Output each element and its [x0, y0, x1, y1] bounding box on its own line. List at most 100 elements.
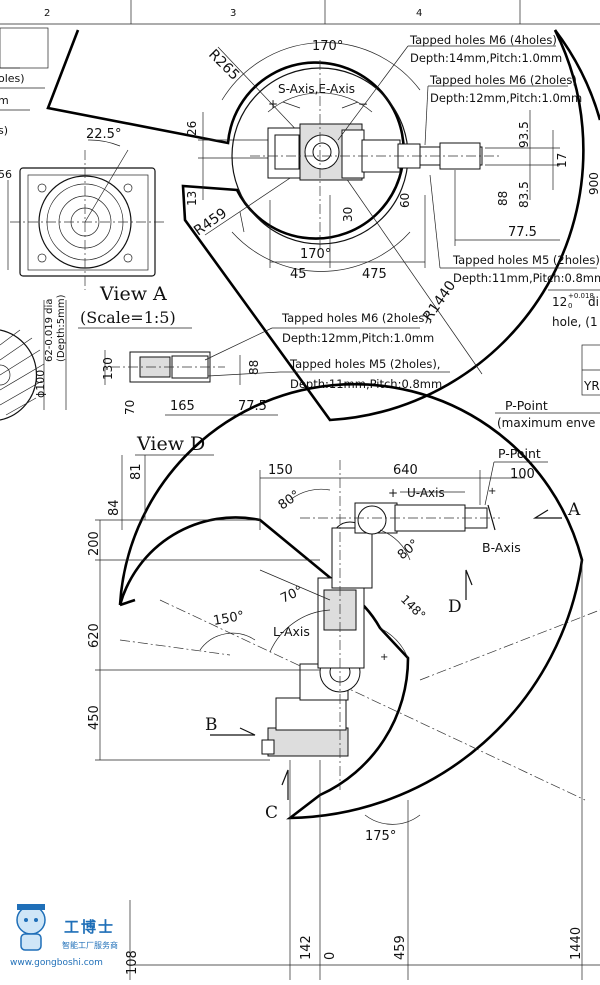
- view-letter-d: D: [448, 597, 462, 617]
- angle-80-a: 80°: [276, 488, 303, 514]
- dim-142: 142: [299, 935, 314, 960]
- top-view-notes: Tapped holes M6 (4holes) Depth:14mm,Pitc…: [337, 29, 600, 396]
- left-partial-notes: oles) m s) 56: [0, 27, 49, 181]
- dim-450: 450: [87, 705, 102, 730]
- angle-22-5: 22.5°: [86, 127, 121, 142]
- dim-475: 475: [362, 267, 387, 282]
- angle-150: 150°: [212, 609, 245, 629]
- left-hatched-section: 62-0.019 dia (Depth:5mm) ϕ100: [0, 294, 67, 421]
- view-a-dim-70: 70: [123, 400, 137, 415]
- dim-45: 45: [290, 267, 307, 282]
- l-axis-plus: +: [380, 652, 388, 663]
- angle-170-bottom: 170°: [300, 247, 331, 262]
- dim-100: 100: [510, 467, 535, 482]
- note2-line1: Tapped holes M6 (2holes): [429, 73, 577, 87]
- zone-2: 2: [44, 8, 50, 19]
- left-label-s: s): [0, 124, 8, 137]
- zone-4: 4: [416, 8, 422, 19]
- yr-text: YR: [583, 379, 600, 393]
- dim-1440: 1440: [569, 927, 584, 960]
- side-view-left-dims: 81 84 200 620 450: [87, 455, 320, 761]
- view-a-note1-line2: Depth:12mm,Pitch:1.0mm: [282, 331, 434, 345]
- b-axis-label: B-Axis: [482, 540, 521, 555]
- p-point-label: P-Point: [498, 446, 541, 461]
- dim-60: 60: [398, 193, 412, 208]
- radius-r265: R265: [205, 47, 242, 84]
- dia-text: di: [588, 295, 599, 309]
- dim-62-dia: 62-0.019 dia: [44, 299, 55, 362]
- angle-175: 175°: [365, 829, 396, 844]
- dim-30: 30: [341, 207, 355, 222]
- depth-5mm: (Depth:5mm): [56, 294, 67, 362]
- top-view-envelope: [46, 29, 585, 422]
- dim-200: 200: [87, 531, 102, 556]
- b-axis-plus: +: [488, 486, 496, 497]
- minus-sign: −: [358, 97, 368, 111]
- left-label-oles: oles): [0, 72, 25, 85]
- dim-77-5: 77.5: [508, 225, 537, 240]
- note3-line1: Tapped holes M5 (2holes),: [452, 253, 600, 267]
- tolerance-12: 12: [552, 295, 567, 309]
- note1-line2: Depth:14mm,Pitch:1.0mm: [410, 51, 562, 65]
- left-label-m: m: [0, 94, 9, 107]
- dim-84: 84: [107, 499, 122, 516]
- angle-80-b: 80°: [395, 537, 422, 563]
- dim-620: 620: [87, 623, 102, 648]
- u-axis-plus: +: [388, 486, 398, 500]
- angle-148: 148°: [398, 592, 428, 622]
- note2-line2: Depth:12mm,Pitch:1.0mm: [430, 91, 582, 105]
- view-d-title: View D: [136, 433, 205, 455]
- view-a-title: View A: [99, 283, 167, 305]
- view-a: View A (Scale=1:5) 130 70 165 77.5 88 Ta…: [78, 283, 450, 416]
- robot-top-view: [231, 60, 500, 250]
- dim-0: 0: [323, 952, 338, 960]
- dim-108: 108: [125, 950, 140, 975]
- view-a-scale: (Scale=1:5): [80, 308, 176, 327]
- dim-81: 81: [129, 463, 144, 480]
- angle-70: 70°: [278, 583, 305, 606]
- robot-side-view: [261, 460, 500, 790]
- s-e-axis-label: S-Axis,E-Axis: [278, 82, 355, 96]
- mascot-icon: [16, 904, 46, 951]
- dim-640: 640: [393, 463, 418, 478]
- watermark-logo: 工博士 智能工厂服务商 www.gongboshi.com: [6, 898, 156, 978]
- tolerance-sub: 0: [568, 302, 572, 310]
- view-a-dim-165: 165: [170, 399, 195, 414]
- view-a-dim-88: 88: [247, 360, 261, 375]
- dim-13: 13: [185, 191, 199, 206]
- dim-17: 17: [555, 153, 569, 168]
- view-a-note2-line1: Tapped holes M5 (2holes),: [289, 357, 440, 371]
- right-cut-900: 900: [587, 172, 600, 195]
- frame-top: 2 3 4: [0, 0, 600, 25]
- view-a-dim-130: 130: [101, 357, 115, 380]
- dim-83-5: 83.5: [517, 181, 531, 208]
- p-point-env: P-Point: [505, 398, 548, 413]
- max-envelope: (maximum enve: [497, 416, 595, 430]
- tolerance-sup: +0.018: [568, 292, 594, 300]
- dim-phi100: ϕ100: [34, 370, 47, 398]
- view-letter-a: A: [567, 500, 581, 520]
- side-view-top-dims: 150 640 100 P-Point P-Point (maximum env…: [205, 398, 600, 823]
- view-a-note1-line1: Tapped holes M6 (2holes),: [281, 311, 432, 325]
- watermark-subtitle: 智能工厂服务商: [62, 941, 118, 950]
- watermark-title: 工博士: [64, 918, 116, 936]
- plus-sign: +: [268, 97, 278, 111]
- watermark-url: www.gongboshi.com: [10, 958, 103, 968]
- hole-text: hole, (1: [552, 315, 598, 329]
- note1-line1: Tapped holes M6 (4holes): [409, 33, 557, 47]
- view-letter-c: C: [265, 803, 278, 823]
- base-flange-view: 22.5°: [7, 127, 165, 290]
- zone-3: 3: [230, 8, 236, 19]
- l-axis-label: L-Axis: [273, 624, 310, 639]
- note3-line2: Depth:11mm,Pitch:0.8mm: [453, 271, 600, 285]
- side-view-bottom-dims: 108 142 0 459 1440: [125, 560, 600, 980]
- angle-170-top: 170°: [312, 39, 343, 54]
- dim-150: 150: [268, 463, 293, 478]
- dim-93-5: 93.5: [517, 121, 531, 148]
- dim-88: 88: [496, 191, 510, 206]
- dim-26: 26: [185, 121, 199, 136]
- view-letter-b: B: [205, 715, 218, 735]
- left-label-56: 56: [0, 168, 12, 181]
